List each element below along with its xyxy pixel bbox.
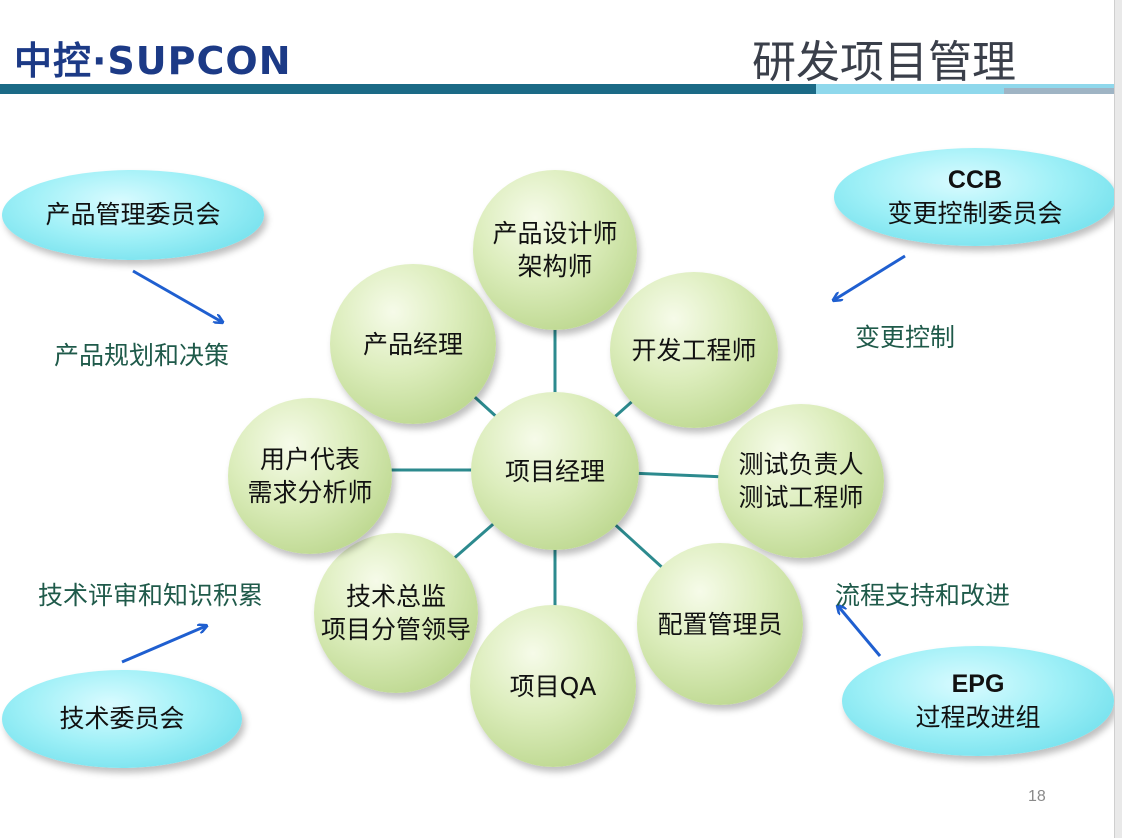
supcon-logo: 中控·SUPCON: [14, 39, 292, 83]
arrow-epg: [838, 606, 882, 657]
committee-tech: 技术委员会: [2, 670, 242, 768]
role-circle-designer: 产品设计师 架构师: [473, 170, 637, 330]
center-circle-project-manager: 项目经理: [471, 392, 639, 550]
role-config-label: 配置管理员: [657, 609, 783, 639]
committee-product-label: 产品管理委员会: [45, 200, 221, 229]
role-circle-test: 测试负责人 测试工程师: [718, 404, 884, 558]
role-circle-qa: 项目QA: [470, 605, 636, 767]
role-test-line1: 测试负责人: [738, 450, 864, 479]
role-test-line2: 测试工程师: [738, 483, 864, 512]
arrow-ccb: [834, 254, 906, 300]
annotation-tech: 技术评审和知识积累: [38, 581, 264, 610]
role-circle-dev: 开发工程师: [610, 272, 778, 428]
annotation-change: 变更控制: [855, 323, 956, 352]
role-pm-label: 产品经理: [362, 329, 463, 359]
role-circle-user: 用户代表 需求分析师: [228, 398, 392, 554]
header-bar-dark: [0, 84, 816, 94]
page-title: 研发项目管理: [752, 37, 1016, 88]
committee-tech-label: 技术委员会: [59, 704, 185, 733]
role-dev-label: 开发工程师: [631, 335, 757, 365]
role-user-line2: 需求分析师: [247, 478, 373, 507]
committee-epg: EPG 过程改进组: [842, 646, 1114, 756]
header-bar-accent: [1004, 88, 1114, 94]
role-circle-config: 配置管理员: [637, 543, 803, 705]
annotation-product: 产品规划和决策: [54, 341, 230, 370]
role-user-line1: 用户代表: [259, 445, 360, 474]
window-edge: [1114, 0, 1122, 838]
committee-ccb-name: 变更控制委员会: [887, 199, 1063, 228]
page-number: 18: [1028, 788, 1046, 805]
role-designer-line1: 产品设计师: [492, 219, 618, 248]
role-circle-pm: 产品经理: [330, 264, 496, 424]
annotation-process: 流程支持和改进: [835, 581, 1011, 610]
arrow-tech: [121, 626, 206, 664]
committee-ccb-abbr: CCB: [947, 166, 1003, 194]
role-tech-line2: 项目分管领导: [320, 615, 471, 644]
committee-epg-name: 过程改进组: [915, 703, 1041, 732]
arrow-product: [132, 269, 222, 322]
committee-ccb: CCB 变更控制委员会: [834, 148, 1116, 246]
center-label: 项目经理: [504, 456, 605, 486]
committee-product: 产品管理委员会: [2, 170, 264, 260]
committee-epg-abbr: EPG: [951, 670, 1005, 698]
header-bar-light: [816, 84, 1114, 94]
role-qa-label: 项目QA: [509, 671, 597, 701]
role-circle-tech: 技术总监 项目分管领导: [314, 533, 478, 693]
role-tech-line1: 技术总监: [345, 582, 446, 611]
role-designer-line2: 架构师: [517, 252, 593, 281]
